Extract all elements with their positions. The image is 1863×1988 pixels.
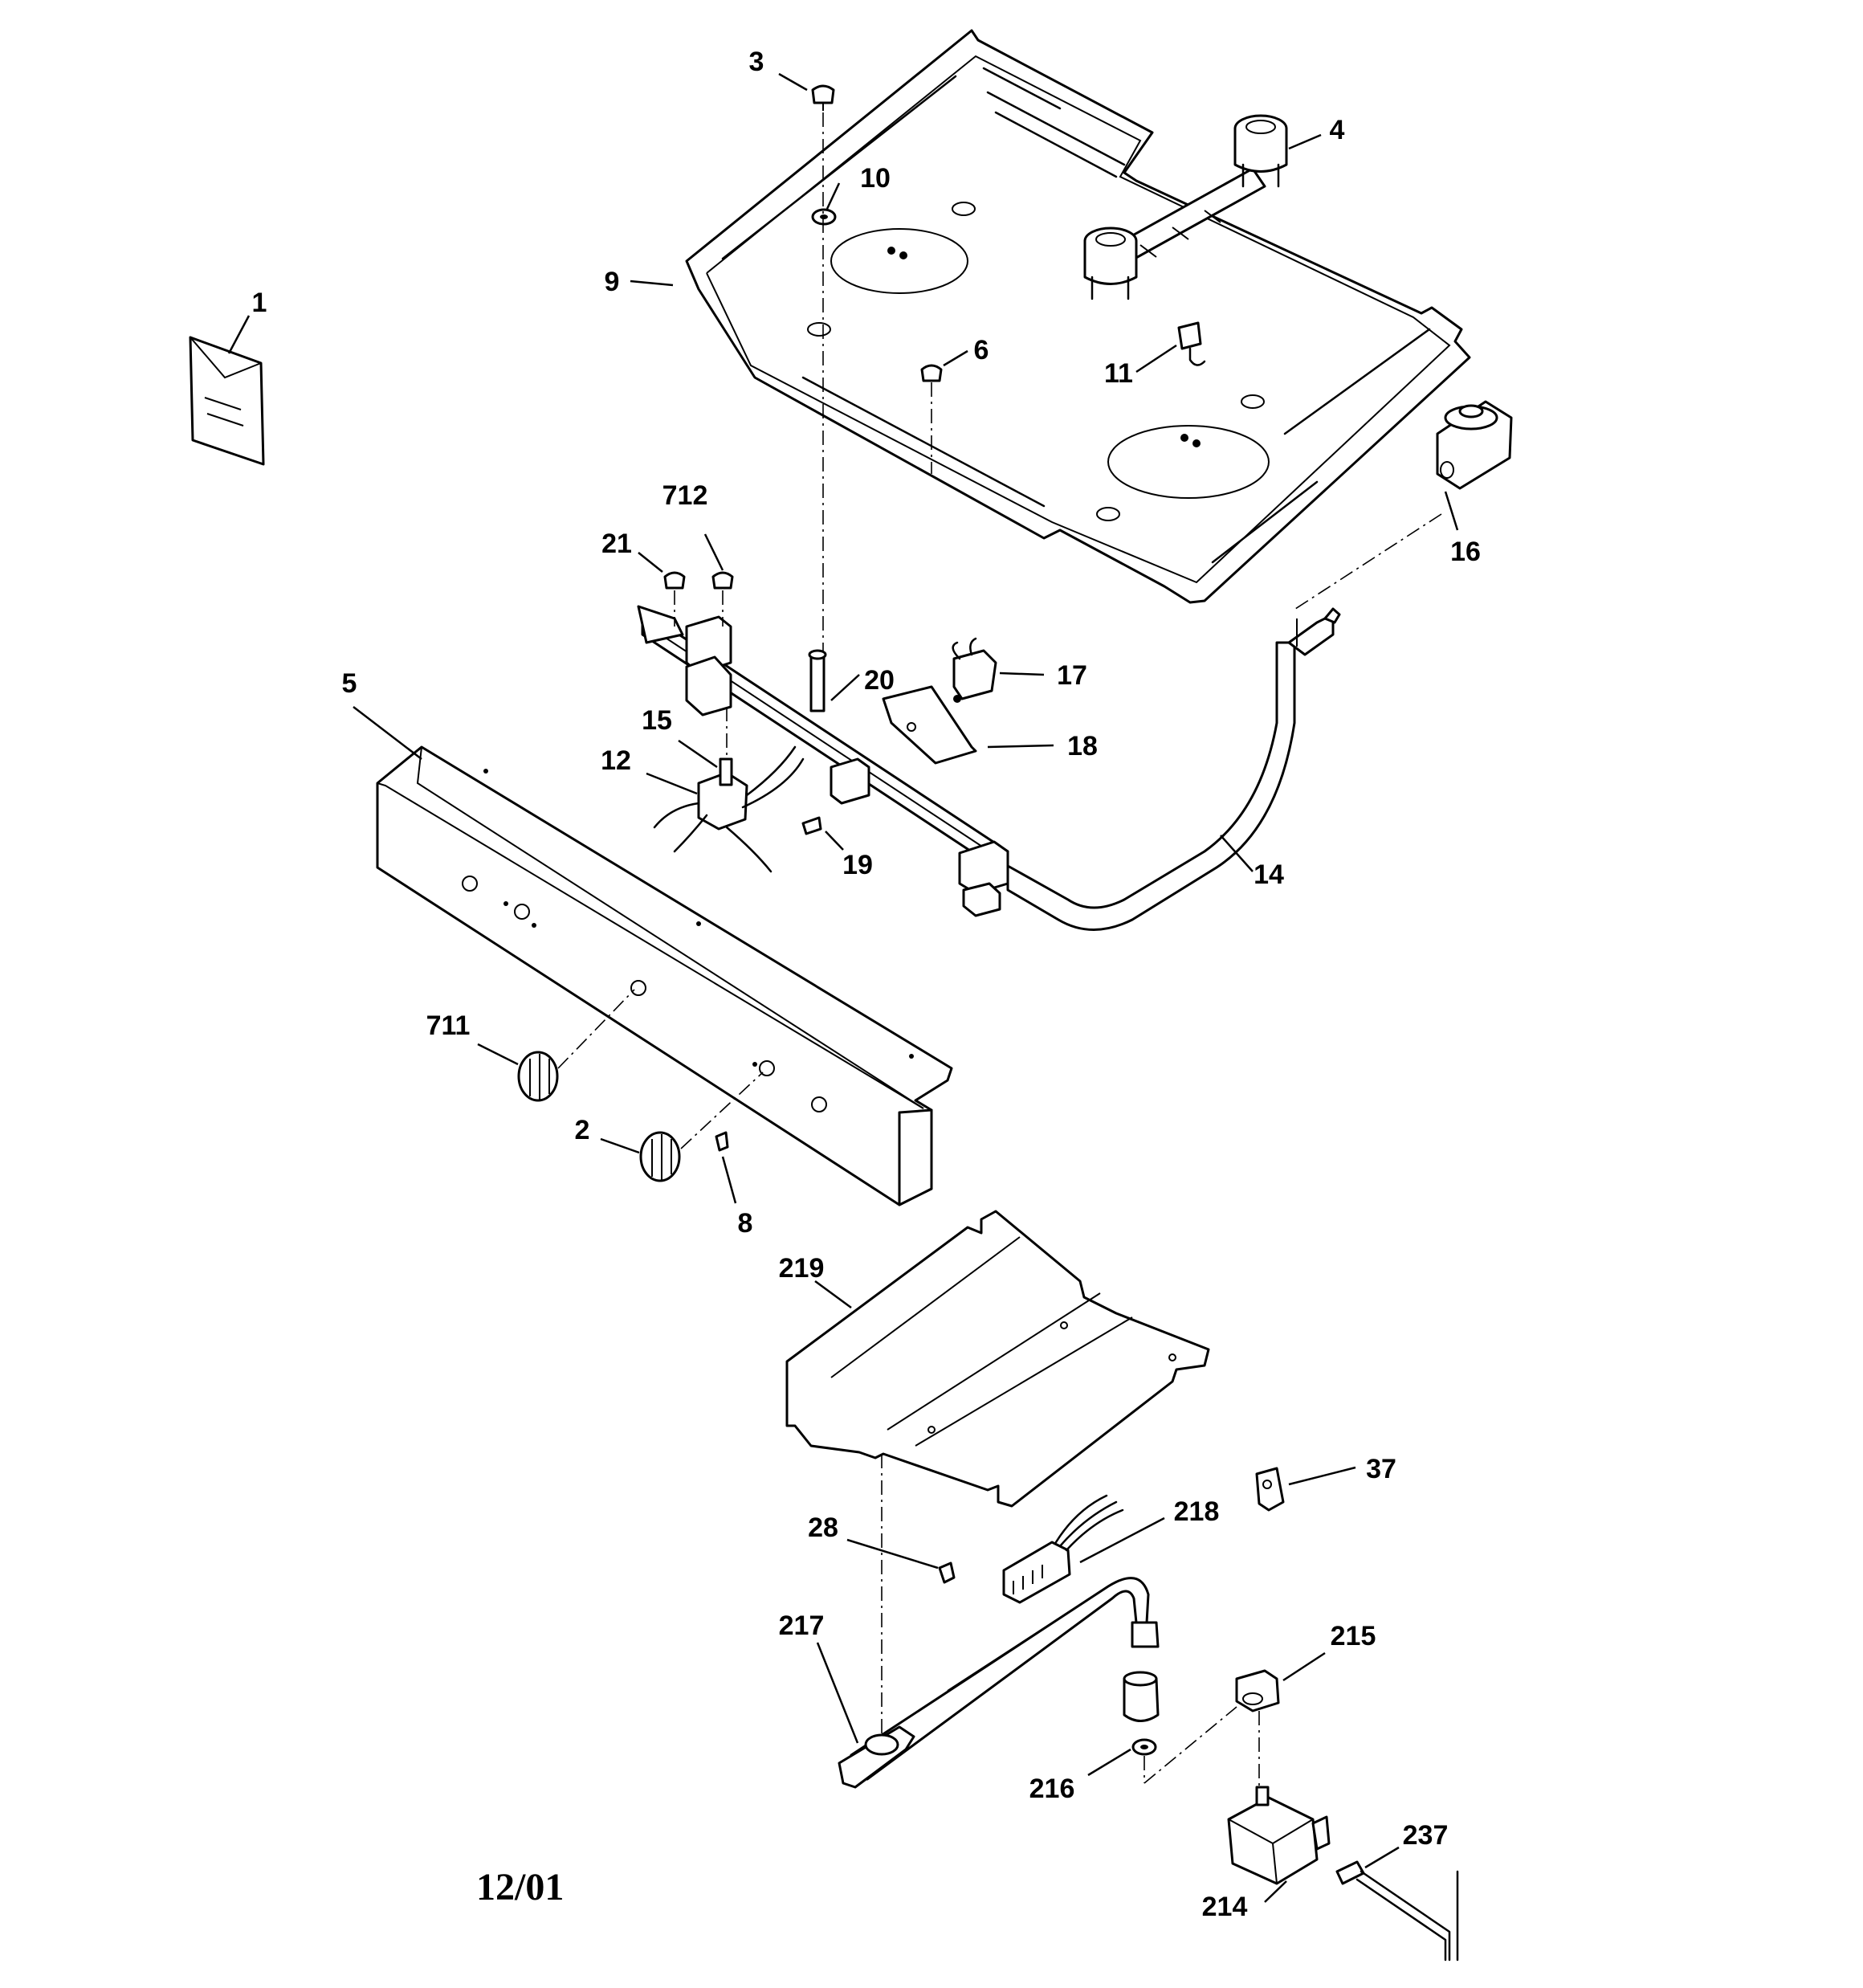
callout-14: 14 [1254,859,1284,890]
callout-16: 16 [1450,537,1481,567]
callout-12: 12 [601,745,631,776]
callout-19: 19 [842,850,873,880]
part-3-screw [811,84,835,111]
part-10-grommet [811,208,837,226]
callout-5: 5 [342,668,357,699]
part-8-screw [715,1131,729,1152]
callout-9: 9 [605,267,620,297]
callout-10: 10 [860,163,891,194]
part-18-switch-bracket [882,685,977,765]
callout-15: 15 [642,705,672,736]
callout-17: 17 [1057,660,1087,691]
callout-11: 11 [1104,358,1133,389]
part-20-manifold-rail [637,605,1009,917]
revision-date: 12/01 [476,1866,564,1908]
part-6-screw [920,364,943,382]
callout-1: 1 [252,288,267,318]
part-14-supply-tube [1006,607,1341,931]
callout-37: 37 [1366,1454,1396,1484]
part-219-shield-plate [785,1210,1210,1508]
part-214-oven-valve [1227,1786,1331,1885]
callout-18: 18 [1067,731,1098,761]
assembly-lines [557,112,1442,1787]
callout-21: 21 [601,529,632,559]
callout-217: 217 [779,1610,825,1641]
callout-3: 3 [749,47,764,77]
part-712-screw [711,571,734,590]
part-21-screw [663,571,686,590]
callout-8: 8 [738,1208,753,1239]
callout-218: 218 [1174,1496,1220,1527]
part-1-envelope [189,336,265,466]
part-16-pressure-regulator [1436,400,1513,490]
part-37-clip [1255,1467,1285,1512]
leader-lines [227,72,1459,1903]
part-28-screw [938,1561,956,1584]
part-4-top-burner-assembly [1083,114,1288,300]
part-19-screw [801,816,822,835]
callout-6: 6 [974,335,989,365]
callout-20: 20 [864,665,895,696]
part-711-knob [517,1051,559,1102]
callout-28: 28 [808,1512,838,1543]
callout-4: 4 [1330,115,1345,145]
part-215-bracket [1235,1669,1280,1712]
part-11-bracket [1177,321,1206,366]
callout-216: 216 [1029,1774,1075,1804]
callout-2: 2 [575,1115,590,1145]
callout-214: 214 [1202,1892,1248,1922]
callout-712: 712 [662,480,708,511]
part-217-oven-burner [838,1577,1160,1789]
part-17-switch [952,637,997,703]
callout-219: 219 [779,1253,825,1284]
part-2-knob [639,1131,681,1182]
callout-labels: 1 2 3 4 5 6 8 9 10 11 12 14 15 16 17 18 … [252,47,1481,1922]
part-12-ignition-switch [653,745,805,873]
part-216-orifice [1123,1671,1160,1756]
part-218-igniter [1002,1494,1124,1604]
part-237-capillary-tube [1335,1860,1459,1961]
callout-215: 215 [1331,1621,1376,1651]
callout-237: 237 [1403,1820,1449,1851]
callout-711: 711 [426,1010,471,1041]
part-9-cooktop-tray [685,29,1471,604]
